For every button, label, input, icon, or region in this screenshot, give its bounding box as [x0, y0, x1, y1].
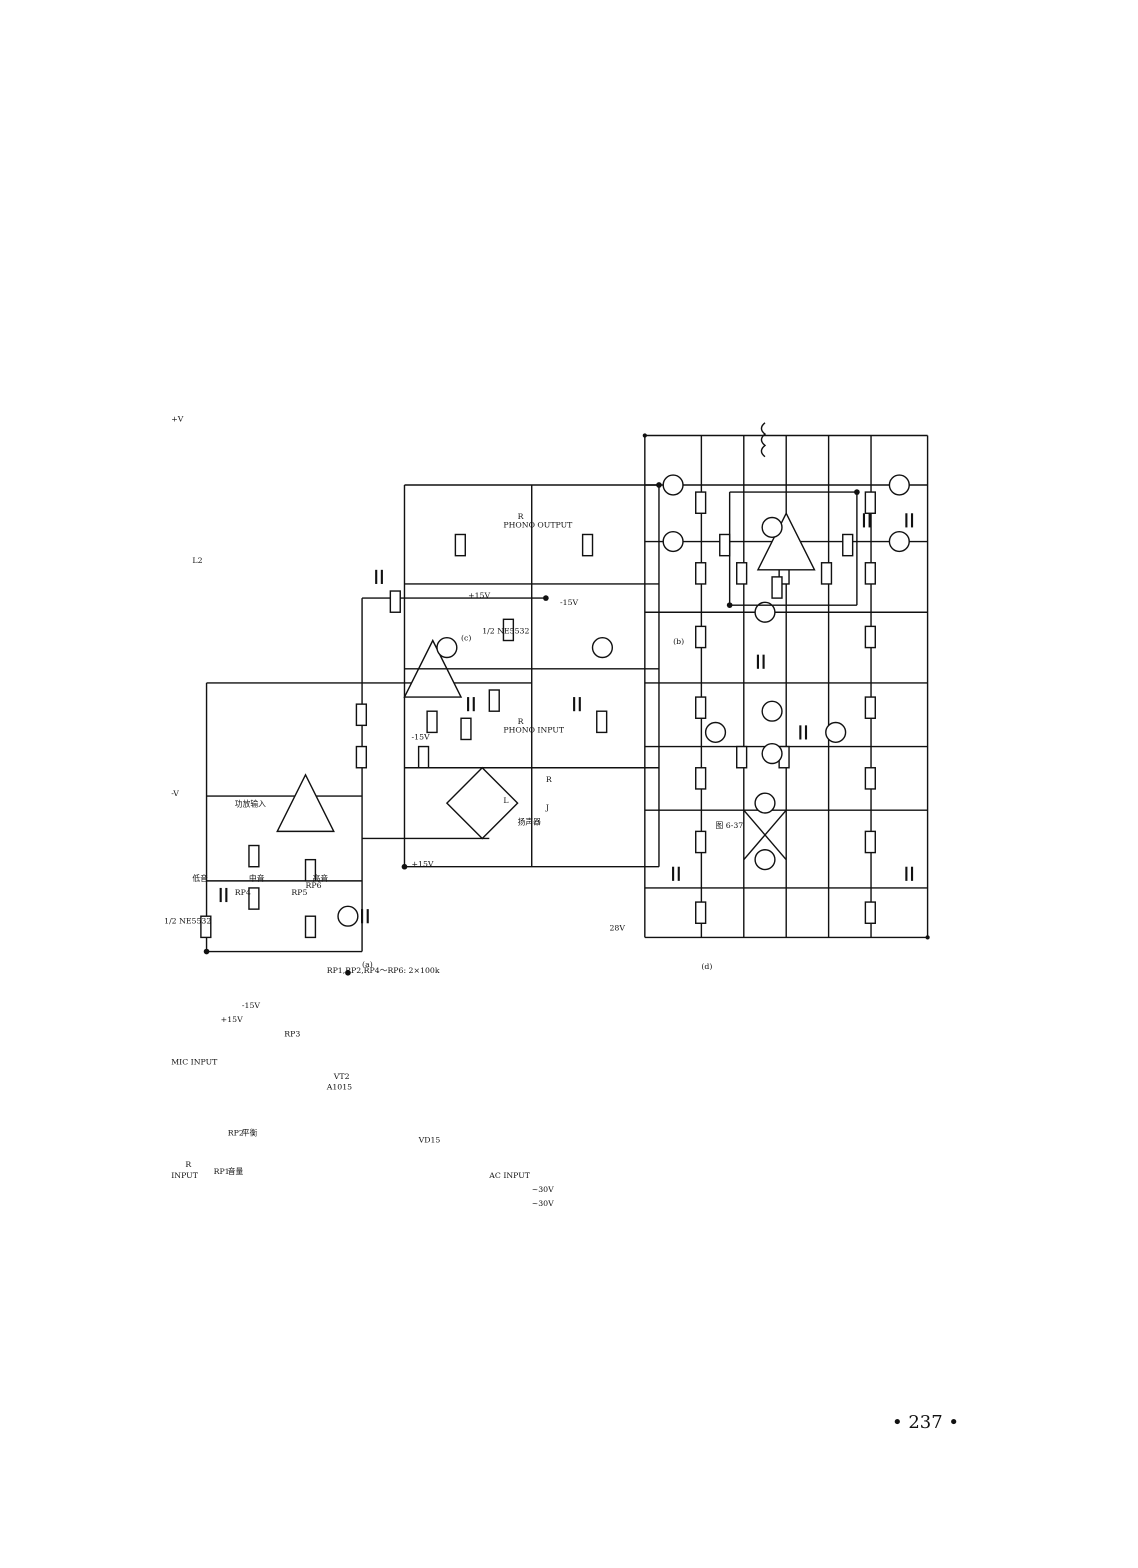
supply-neg-a: -15V: [242, 1001, 261, 1010]
vt2-part: A1015: [326, 1082, 352, 1091]
rp6-label: RP6: [306, 881, 322, 890]
caption-b: (b): [673, 637, 684, 646]
bridge-label: VD15: [418, 1135, 441, 1144]
rp1-label: RP1: [214, 1167, 230, 1176]
ac-input-label: AC INPUT: [488, 1171, 531, 1180]
supply-neg-b: -15V: [560, 598, 579, 607]
rp1-function: 音量: [228, 1166, 244, 1176]
output-channel-r: R: [546, 775, 553, 784]
rp5-function: 中音: [249, 873, 265, 883]
phono-output-label: PHONO OUTPUT: [503, 520, 573, 529]
input-channel: R: [185, 1160, 192, 1169]
phono-input-label: PHONO INPUT: [503, 725, 564, 734]
labels: (a) (c) (b) (d) 图 6-37 INPUT R MIC INPUT…: [164, 414, 743, 1208]
rp5-label: RP5: [291, 888, 307, 897]
inductor-label: L2: [192, 556, 202, 565]
rp6-function: 高音: [313, 873, 329, 883]
supply-neg-d: -15V: [412, 732, 431, 741]
rp2-label: RP2: [228, 1128, 244, 1137]
rp4-label: RP4: [235, 888, 251, 897]
relay-label: J: [545, 803, 549, 812]
input-label: INPUT: [171, 1171, 198, 1180]
rp2-function: 平衡: [242, 1127, 258, 1137]
supply-pos-a: +15V: [221, 1015, 243, 1024]
caption-a: (a): [362, 960, 373, 969]
supply-neg-c: -V: [171, 789, 179, 798]
section-d-power-supply: [401, 482, 783, 870]
figure-caption: 图 6-37: [716, 821, 744, 830]
supply-pos-b: +15V: [468, 591, 490, 600]
phono-output-channel: R: [518, 512, 525, 521]
ac-tap-2: ~30V: [532, 1199, 554, 1208]
page-number: • 237 •: [892, 1412, 960, 1433]
pot-note: RP1,RP2,RP4～RP6: 2×100k: [327, 966, 440, 975]
ac-tap-1: ~30V: [532, 1185, 554, 1194]
section-c-power-amp: [642, 422, 930, 940]
rp4-function: 低音: [192, 873, 208, 883]
speaker-label: 扬声器: [518, 816, 542, 826]
section-b-phono: [719, 489, 871, 608]
caption-d: (d): [701, 962, 712, 971]
opamp-a-label: 1/2 NE5532: [164, 916, 211, 925]
supply-pos-d: +15V: [412, 860, 434, 869]
supply-pos-c: +V: [171, 414, 184, 423]
phono-input-channel: R: [518, 717, 525, 726]
mic-input-label: MIC INPUT: [171, 1058, 218, 1067]
caption-c: (c): [461, 634, 471, 643]
opamp-b-label: 1/2 NE5532: [482, 626, 529, 635]
rp3-label: RP3: [284, 1029, 300, 1038]
amplifier-schematic: (a) (c) (b) (d) 图 6-37 INPUT R MIC INPUT…: [164, 414, 930, 1208]
vt2-label: VT2: [333, 1072, 350, 1081]
section-a-preamp: [200, 569, 549, 976]
output-channel-l: L: [503, 796, 508, 805]
relay-voltage: 28V: [609, 923, 625, 932]
amp-input-label: 功放输入: [235, 799, 266, 809]
